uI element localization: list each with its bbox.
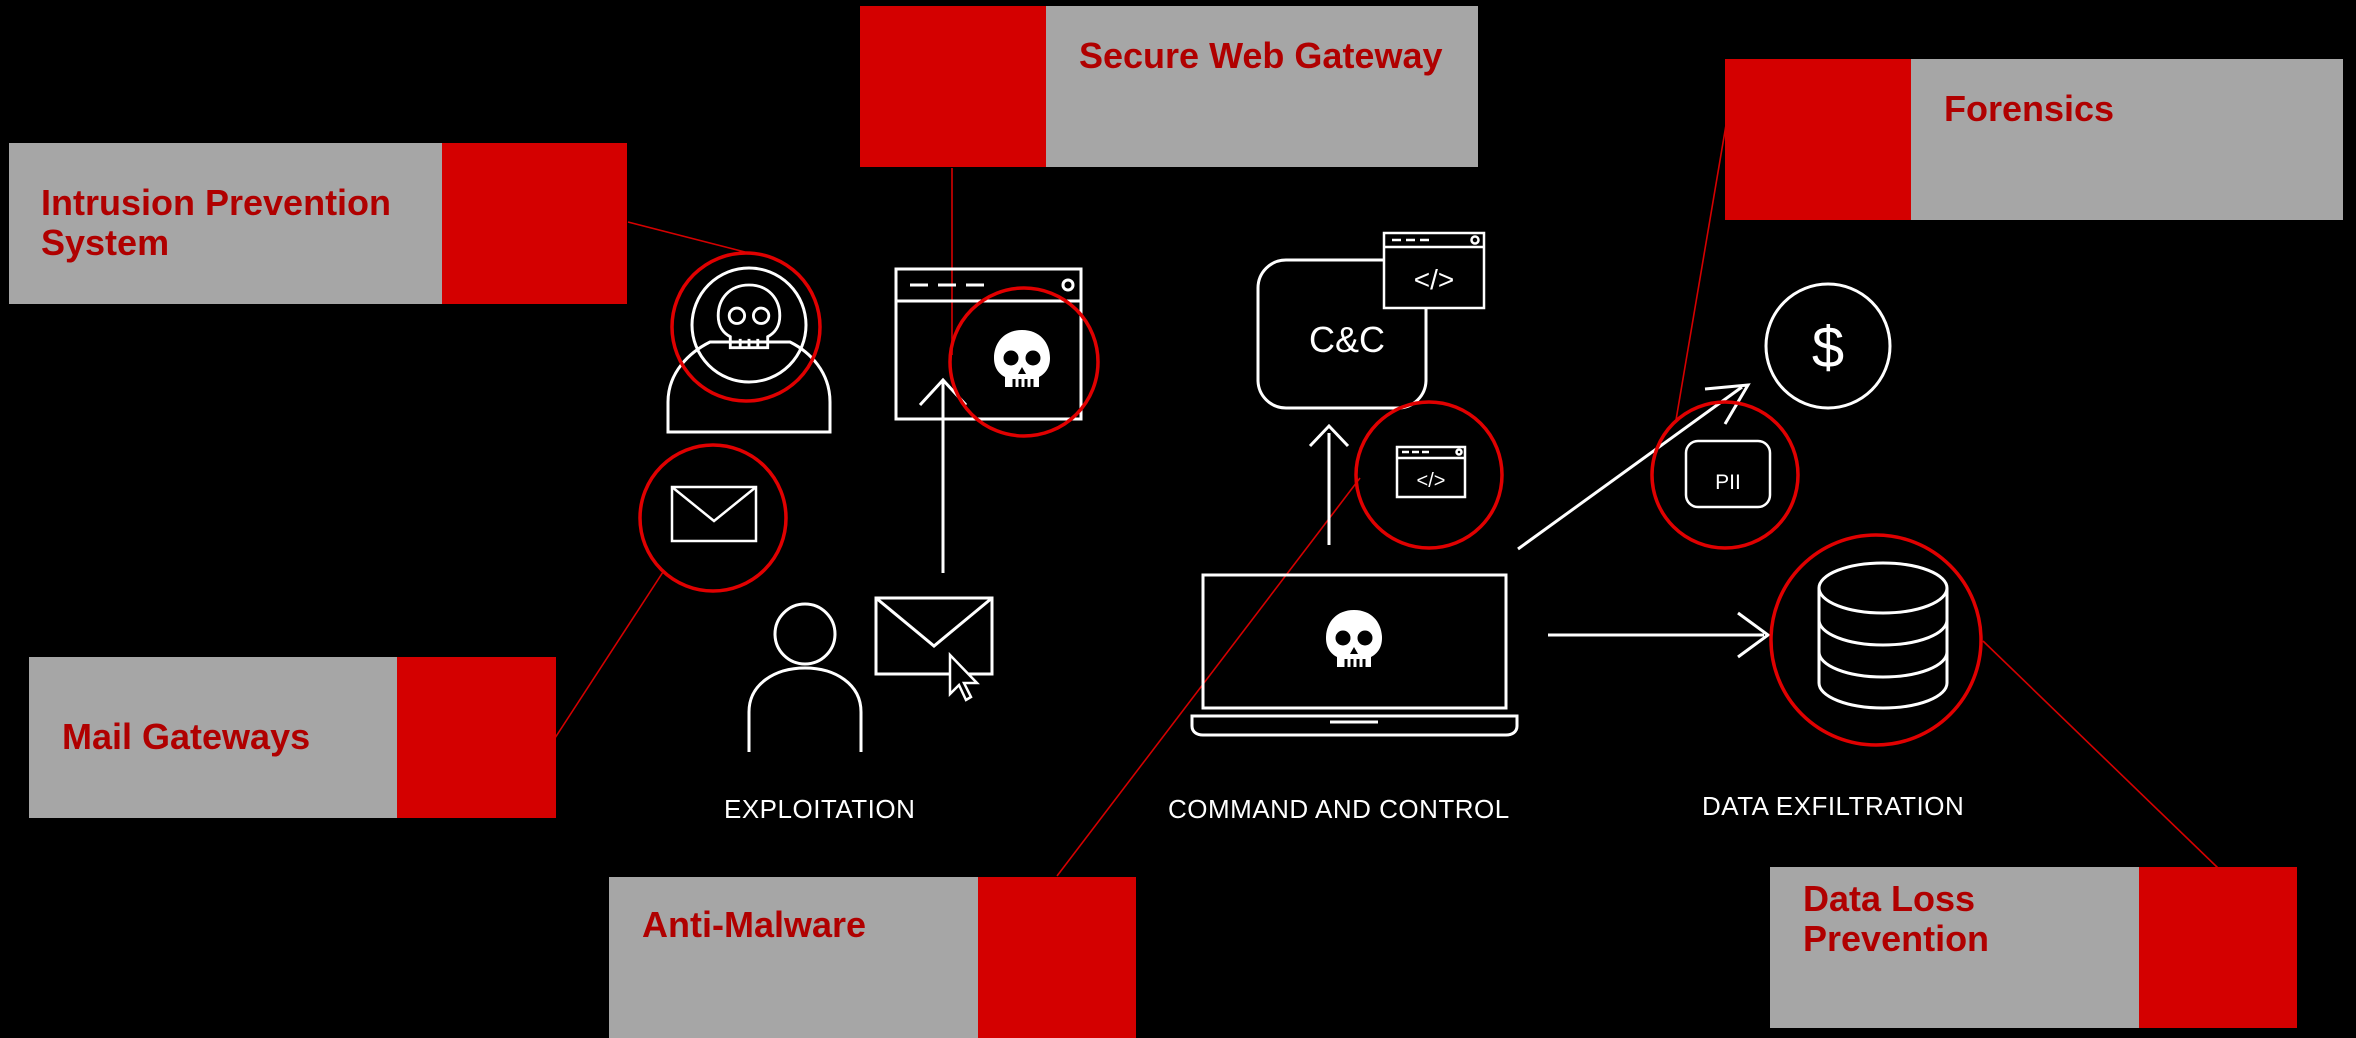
- callout-data-loss-prevention: Data Loss Prevention: [1770, 867, 2297, 1028]
- forensics-highlight-circle: [1650, 400, 1800, 550]
- malicious-browser-icon: [894, 267, 1083, 573]
- stage-label-command-control: COMMAND AND CONTROL: [1168, 794, 1510, 824]
- mail-label: Mail Gateways: [62, 716, 311, 757]
- stage-label-exfiltration: DATA EXFILTRATION: [1702, 791, 1965, 821]
- laptop-skull-icon: [1326, 610, 1382, 668]
- money-icon: [1764, 282, 1892, 410]
- connector-lines: [554, 124, 2219, 877]
- ips-highlight-circle: [670, 251, 822, 403]
- callout-ips: Intrusion Prevention System: [9, 143, 627, 304]
- browser-skull-icon: [994, 330, 1050, 388]
- code-circle-label: </>: [1417, 470, 1446, 492]
- ips-connector: [627, 221, 746, 253]
- dollar-label: $: [1812, 315, 1844, 380]
- antimalware-highlight-circle: [1354, 400, 1504, 550]
- callout-forensics: Forensics: [1725, 59, 2343, 220]
- forensics-connector: [1675, 124, 1727, 421]
- callout-secure-web-gateway: Secure Web Gateway: [860, 6, 1478, 167]
- swg-label: Secure Web Gateway: [1079, 35, 1443, 76]
- antimalware-label: Anti-Malware: [642, 904, 867, 945]
- pii-icon: [1684, 439, 1772, 509]
- cc-arrow-head: [1308, 423, 1350, 448]
- code-top-label: </>: [1414, 264, 1454, 295]
- cursor-icon: [948, 651, 980, 702]
- forensics-label: Forensics: [1944, 88, 2115, 129]
- callout-anti-malware: Anti-Malware: [609, 877, 1136, 1038]
- stage-label-exploitation: EXPLOITATION: [724, 794, 916, 824]
- mail-icon: [670, 485, 758, 543]
- mail-connector: [554, 571, 664, 739]
- callout-mail-gateways: Mail Gateways: [29, 657, 556, 818]
- pii-label: PII: [1715, 471, 1741, 494]
- phishing-email-icon: [874, 596, 994, 676]
- code-window-icon: [1395, 445, 1467, 499]
- mail-highlight-circle: [638, 443, 788, 593]
- dlp-highlight-circle: [1769, 533, 1983, 747]
- user-icon: [747, 602, 863, 752]
- cc-label: C&C: [1309, 319, 1385, 360]
- cc-server-icon: [1256, 258, 1428, 410]
- highlight-circles: [638, 251, 1983, 747]
- exfil-arrows: [1517, 383, 1771, 659]
- infected-laptop-icon: [1190, 573, 1519, 737]
- ips-label: Intrusion Prevention System: [41, 182, 392, 263]
- dlp-connector: [1982, 640, 2219, 869]
- antimalware-connector: [1056, 477, 1361, 877]
- dlp-label: Data Loss Prevention: [1803, 878, 1990, 959]
- swg-highlight-circle: [948, 286, 1100, 438]
- code-window-top-icon: [1382, 231, 1486, 310]
- database-icon: [1817, 561, 1949, 710]
- hacker-icon: [666, 266, 832, 434]
